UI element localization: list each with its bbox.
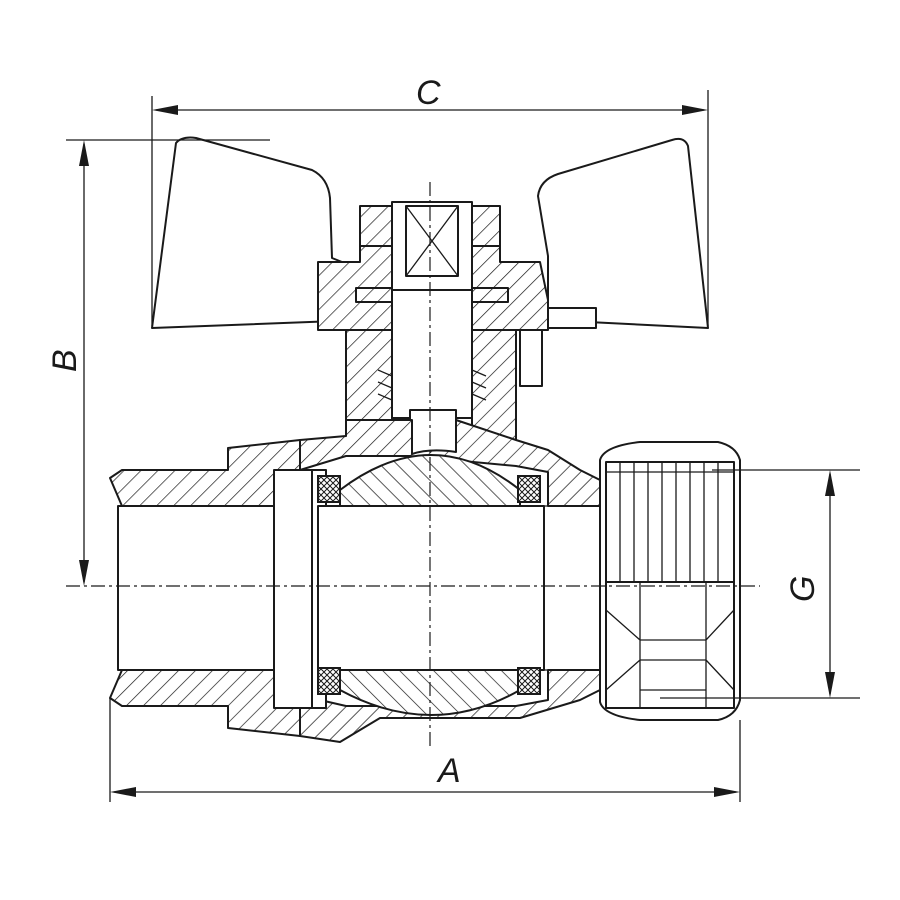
dimension-c: C xyxy=(151,74,709,326)
dimension-a-label: A xyxy=(436,752,461,790)
valve-body xyxy=(109,419,601,743)
packing-gland xyxy=(345,287,517,441)
union-nut xyxy=(599,441,741,721)
body-upper xyxy=(299,419,601,507)
ball-seats xyxy=(317,475,541,695)
seat-lower-left xyxy=(317,667,341,695)
dimension-c-label: C xyxy=(416,74,441,112)
seat-lower-right xyxy=(517,667,541,695)
dimension-g-label: G xyxy=(784,576,822,602)
dimension-a: A xyxy=(109,698,741,802)
handle-stop-tab xyxy=(547,307,597,329)
dimension-b: B xyxy=(46,139,270,586)
dimension-g: G xyxy=(660,469,860,699)
handle-right-wing xyxy=(537,137,709,329)
seat-upper-right xyxy=(517,475,541,503)
dimension-b-label: B xyxy=(46,349,84,372)
ball xyxy=(317,454,545,716)
center-lines xyxy=(66,182,760,750)
seat-upper-left xyxy=(317,475,341,503)
left-thread-end xyxy=(109,439,301,507)
